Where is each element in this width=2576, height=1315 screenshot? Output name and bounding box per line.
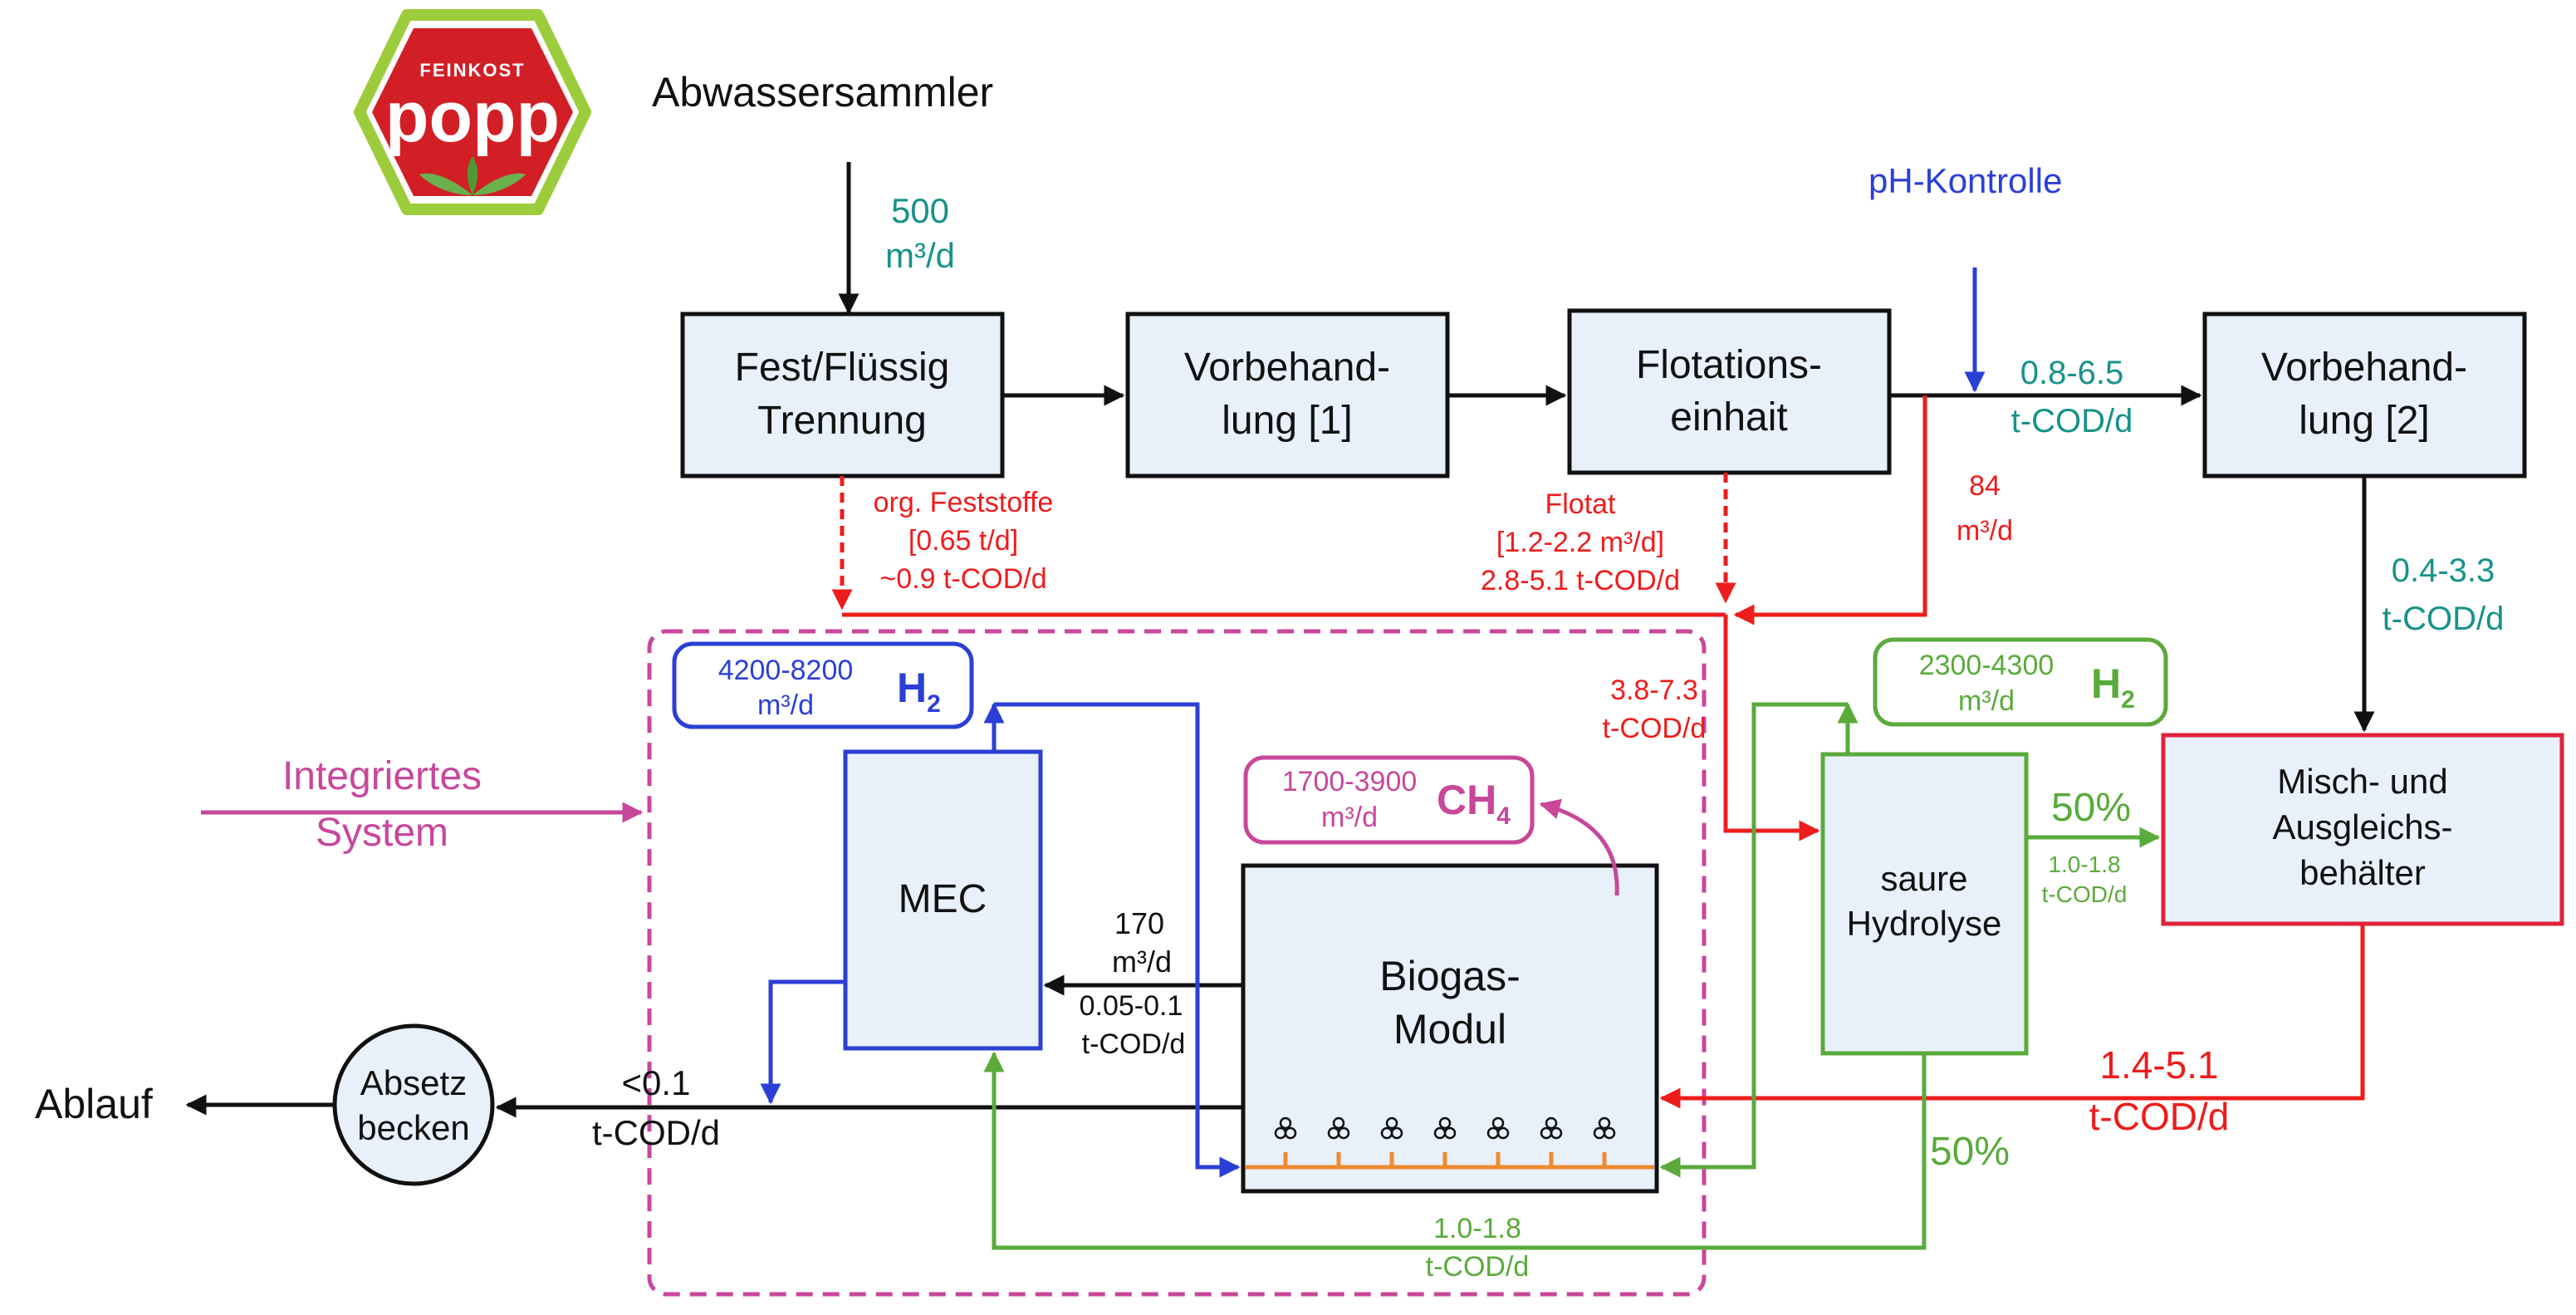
mec-label: MEC	[899, 877, 987, 921]
h2-mec-unit: m³/d	[757, 689, 814, 721]
biogas-mec-cod-2: t-COD/d	[1082, 1028, 1186, 1060]
biogas-mec-cod-1: 0.05-0.1	[1080, 990, 1183, 1022]
h2-mec-badge: 4200-8200 m³/d H2	[672, 641, 974, 729]
mix-to-biogas-red-arrow	[1659, 924, 2365, 1109]
mec-box: MEC	[843, 749, 1043, 1051]
hydrolysis-line-1: saure	[1880, 859, 1967, 898]
pretreatment-1-line-1: Vorbehand-	[1184, 346, 1390, 390]
bypass-red-arrow	[1733, 395, 1927, 626]
ch4-unit: m³/d	[1321, 802, 1378, 833]
mec-to-effluent-blue-arrow	[760, 979, 845, 1105]
settling-tank-line-1: Absetz	[360, 1063, 467, 1102]
solids-label-3: ~0.9 t-COD/d	[879, 563, 1046, 595]
popp-logo: FEINKOST popp	[354, 9, 591, 215]
pretreatment-2-line-1: Vorbehand-	[2261, 346, 2467, 390]
red-to-hydrolysis-arrow	[1723, 615, 1820, 842]
flotation-line-2: einhait	[1670, 395, 1787, 439]
combined-cod-1: 3.8-7.3	[1610, 675, 1698, 706]
pretreatment-1-line-2: lung [1]	[1222, 399, 1352, 443]
mixing-tank-line-2: Ausgleichs-	[2272, 807, 2452, 846]
hyd-to-mec-green-arrow	[983, 1051, 1927, 1250]
bypass-label-1: 84	[1969, 470, 2001, 502]
effluent-cod-2: t-COD/d	[592, 1113, 720, 1152]
mix-out-cod-2: t-COD/d	[2089, 1095, 2230, 1138]
pretreatment-2-line-2: lung [2]	[2299, 399, 2429, 443]
flotat-label-3: 2.8-5.1 t-COD/d	[1481, 565, 1680, 596]
h2-mec-range: 4200-8200	[718, 655, 854, 686]
combined-cod-2: t-COD/d	[1603, 713, 1707, 744]
flotation-out-cod-2: t-COD/d	[2011, 403, 2133, 439]
pretreatment-1-box: Vorbehand- lung [1]	[1125, 312, 1450, 478]
biogas-line-2: Modul	[1393, 1006, 1506, 1052]
effluent-cod-1: <0.1	[622, 1063, 691, 1102]
solids-label-2: [0.65 t/d]	[908, 525, 1018, 557]
h2-hyd-unit: m³/d	[1958, 685, 2015, 717]
biogas-mec-flow-1: 170	[1114, 906, 1164, 940]
integrated-label-1: Integriertes	[282, 754, 482, 798]
source-label: Abwassersammler	[652, 69, 993, 115]
pre2-out-cod-2: t-COD/d	[2383, 601, 2505, 637]
h2-hydrolysis-badge: 2300-4300 m³/d H2	[1873, 637, 2168, 727]
inflow-amount: 500	[891, 191, 949, 230]
mix-out-cod-1: 1.4-5.1	[2099, 1043, 2218, 1087]
biogas-mec-flow-2: m³/d	[1112, 945, 1172, 979]
settling-tank-line-2: becken	[357, 1108, 469, 1147]
flotation-line-1: Flotations-	[1636, 343, 1822, 387]
blue-h2-to-biogas-arrow	[994, 702, 1241, 1178]
integrated-label-2: System	[316, 811, 448, 855]
aeration-bubbles	[1274, 1116, 1616, 1140]
pretreatment-2-box: Vorbehand- lung [2]	[2202, 312, 2527, 478]
flotat-label-1: Flotat	[1545, 488, 1616, 520]
outflow-label: Ablauf	[35, 1081, 153, 1127]
h2-mec-formula: H2	[897, 665, 941, 718]
settling-tank: Absetz becken	[332, 1023, 495, 1186]
logo-feinkost-text: FEINKOST	[419, 60, 525, 81]
logo-brand-text: popp	[385, 77, 560, 157]
separation-line-2: Trennung	[757, 399, 927, 443]
hydrolysis-box: saure Hydrolyse	[1820, 752, 2029, 1056]
flotat-label-2: [1.2-2.2 m³/d]	[1496, 527, 1664, 558]
ch4-range: 1700-3900	[1282, 766, 1418, 797]
biogas-line-1: Biogas-	[1379, 953, 1521, 999]
ch4-badge: 1700-3900 m³/d CH4	[1243, 755, 1535, 845]
flotation-out-cod-1: 0.8-6.5	[2020, 355, 2124, 391]
ph-control-label: pH-Kontrolle	[1868, 161, 2062, 200]
separation-line-1: Fest/Flüssig	[735, 346, 950, 390]
bypass-label-2: m³/d	[1956, 515, 2013, 547]
hyd-bottom-cod-1: 1.0-1.8	[1433, 1213, 1521, 1244]
integrated-system-frame	[647, 629, 1707, 1297]
green-h2-to-biogas-arrow	[1659, 702, 1848, 1178]
hyd-bottom-cod-2: t-COD/d	[1426, 1251, 1530, 1283]
hyd-top-cod-2: t-COD/d	[2042, 881, 2128, 907]
flotation-box: Flotations- einhait	[1567, 308, 1892, 475]
separation-box: Fest/Flüssig Trennung	[680, 312, 1005, 478]
gas-diffuser	[1246, 1152, 1654, 1170]
mixing-tank-line-1: Misch- und	[2277, 762, 2447, 801]
hyd-top-cod-1: 1.0-1.8	[2048, 851, 2120, 877]
hyd-pct-top: 50%	[2051, 786, 2131, 830]
solids-label-1: org. Feststoffe	[874, 487, 1054, 518]
inflow-unit: m³/d	[885, 236, 955, 275]
ch4-formula: CH4	[1437, 777, 1511, 830]
hydrolysis-line-2: Hydrolyse	[1847, 904, 2002, 943]
h2-hyd-formula: H2	[2091, 660, 2135, 714]
hyd-pct-bottom: 50%	[1930, 1130, 2010, 1174]
ch4-curved-arrow	[1539, 798, 1619, 896]
mixing-tank-box: Misch- und Ausgleichs- behälter	[2161, 733, 2564, 926]
pre2-out-cod-1: 0.4-3.3	[2392, 552, 2495, 589]
mixing-tank-line-3: behälter	[2299, 853, 2426, 892]
biogas-module-box: Biogas- Modul	[1241, 863, 1659, 1194]
h2-hyd-range: 2300-4300	[1919, 650, 2054, 681]
